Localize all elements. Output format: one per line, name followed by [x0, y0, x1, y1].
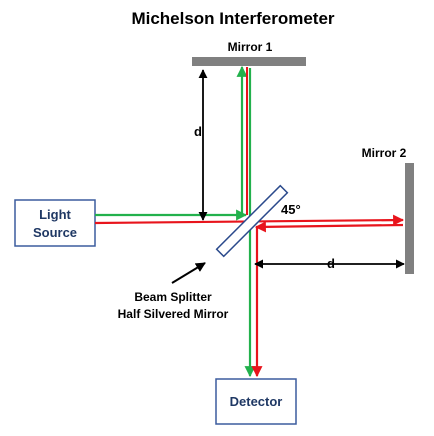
distance-label-vertical: d — [194, 124, 202, 139]
red-beam-return — [254, 221, 404, 233]
diagram-title: Michelson Interferometer — [131, 9, 334, 28]
light-source-label-line1: Light — [39, 207, 71, 222]
light-source-box — [14, 199, 96, 247]
detector-label: Detector — [230, 394, 283, 409]
beam-splitter-label-line1: Beam Splitter — [134, 290, 212, 304]
mirror-1-label: Mirror 1 — [228, 40, 273, 54]
angle-label: 45° — [281, 202, 301, 217]
distance-label-horizontal: d — [327, 256, 335, 271]
detector-box — [215, 378, 297, 425]
beam-splitter — [215, 184, 289, 258]
beam-splitter-label-line2: Half Silvered Mirror — [118, 307, 229, 321]
mirror-2 — [405, 163, 414, 274]
beam-splitter-pointer — [171, 262, 206, 284]
mirror-2-label: Mirror 2 — [362, 146, 407, 160]
light-source-label-line2: Source — [33, 225, 77, 240]
mirror-1 — [192, 57, 306, 66]
